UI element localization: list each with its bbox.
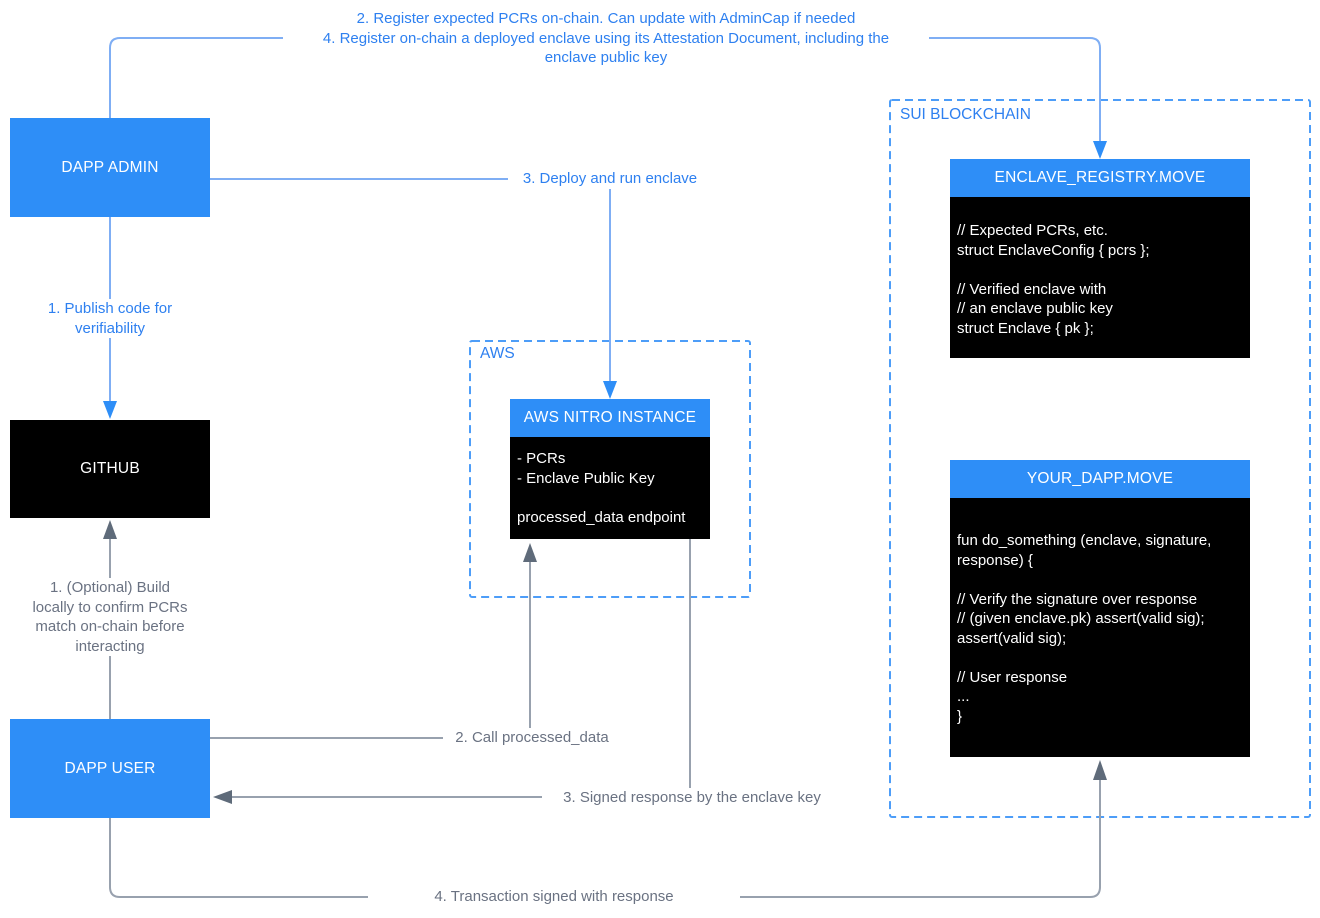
label-tx-signed: 4. Transaction signed with response bbox=[368, 887, 740, 907]
arrowhead-signed-response bbox=[213, 790, 232, 804]
node-github: GITHUB bbox=[10, 420, 210, 518]
node-enclave-registry: ENCLAVE_REGISTRY.MOVE // Expected PCRs, … bbox=[950, 159, 1250, 358]
code-line: - Enclave Public Key bbox=[517, 469, 655, 487]
code-line bbox=[957, 570, 1246, 590]
enclave-registry-title: ENCLAVE_REGISTRY.MOVE bbox=[950, 159, 1250, 197]
code-line: // Verified enclave with bbox=[957, 280, 1107, 298]
label-signed-response: 3. Signed response by the enclave key bbox=[542, 788, 842, 808]
sui-group-label: SUI BLOCKCHAIN bbox=[900, 106, 1031, 123]
code-line: // Expected PCRs, etc. bbox=[957, 222, 1108, 239]
connector-signed-response bbox=[231, 539, 691, 798]
enclave-registry-body: // Expected PCRs, etc. struct EnclaveCon… bbox=[950, 197, 1250, 358]
code-line: assert(valid sig); bbox=[957, 629, 1067, 647]
code-line bbox=[517, 488, 706, 508]
node-github-label: GITHUB bbox=[80, 460, 140, 477]
label-deploy-run: 3. Deploy and run enclave bbox=[508, 169, 712, 189]
label-register-pcrs: 2. Register expected PCRs on-chain. Can … bbox=[283, 9, 929, 68]
label-publish-code: 1. Publish code for verifiability bbox=[30, 299, 190, 338]
node-dapp-admin-label: DAPP ADMIN bbox=[61, 158, 159, 176]
connector-call-processed bbox=[210, 560, 531, 739]
aws-nitro-body: - PCRs - Enclave Public Key processed_da… bbox=[510, 437, 710, 539]
code-line: struct EnclaveConfig { pcrs }; bbox=[957, 241, 1150, 259]
code-line: // an enclave public key bbox=[957, 300, 1113, 317]
code-line: fun do_something (enclave, signature, bbox=[957, 532, 1212, 549]
node-dapp-user: DAPP USER bbox=[10, 719, 210, 818]
arrowhead-tx-signed bbox=[1093, 760, 1107, 780]
label-call-processed: 2. Call processed_data bbox=[443, 728, 621, 748]
arrowhead-optional-build bbox=[103, 520, 117, 539]
node-aws-nitro-instance: AWS NITRO INSTANCE - PCRs - Enclave Publ… bbox=[510, 399, 710, 539]
arrowhead-publish-code bbox=[103, 401, 117, 419]
node-dapp-user-label: DAPP USER bbox=[64, 759, 156, 777]
code-line: // (given enclave.pk) assert(valid sig); bbox=[957, 610, 1205, 627]
code-line: struct Enclave { pk }; bbox=[957, 319, 1094, 337]
arrowhead-register-pcrs bbox=[1093, 141, 1107, 159]
code-line bbox=[957, 260, 1246, 280]
code-line bbox=[957, 648, 1246, 668]
code-line: response) { bbox=[957, 551, 1033, 569]
connector-deploy-run bbox=[210, 178, 611, 383]
arrowhead-call-processed bbox=[523, 543, 537, 562]
node-dapp-admin: DAPP ADMIN bbox=[10, 118, 210, 217]
code-line: // Verify the signature over response bbox=[957, 590, 1198, 608]
your-dapp-title: YOUR_DAPP.MOVE bbox=[950, 460, 1250, 498]
your-dapp-body: fun do_something (enclave, signature, re… bbox=[950, 498, 1250, 757]
code-line: processed_data endpoint bbox=[517, 508, 686, 526]
arrowhead-deploy-run bbox=[603, 381, 617, 399]
node-your-dapp: YOUR_DAPP.MOVE fun do_something (enclave… bbox=[950, 460, 1250, 757]
code-line: // User response bbox=[957, 668, 1068, 686]
code-line: ... bbox=[957, 688, 970, 705]
code-line: } bbox=[957, 707, 963, 725]
label-optional-build: 1. (Optional) Build locally to confirm P… bbox=[18, 578, 202, 656]
aws-nitro-title: AWS NITRO INSTANCE bbox=[510, 399, 710, 437]
code-line: - PCRs bbox=[517, 450, 566, 467]
aws-group-label: AWS bbox=[480, 345, 515, 362]
